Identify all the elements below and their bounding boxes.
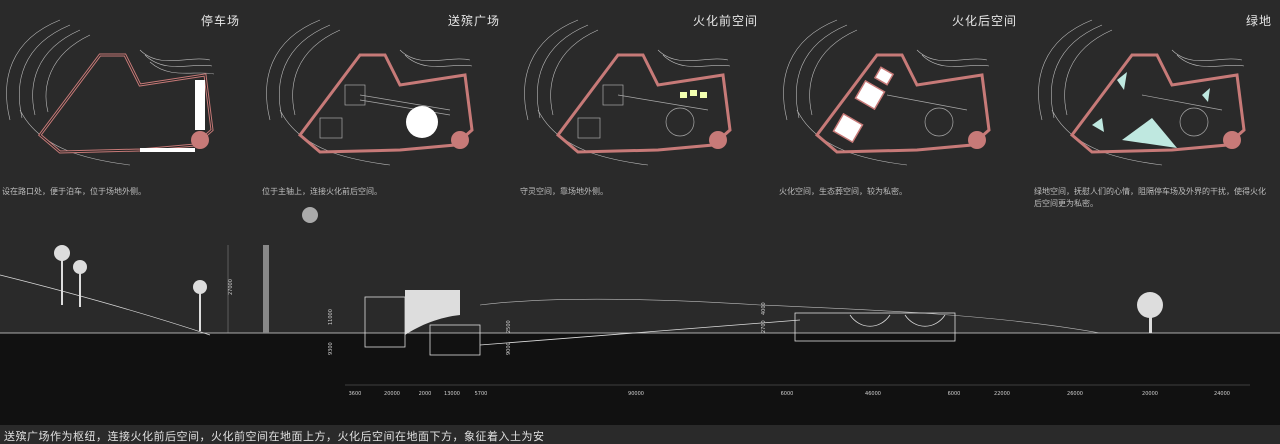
site-plan-parking bbox=[6, 19, 215, 166]
roundabout bbox=[191, 131, 209, 149]
pre-cremation-highlight bbox=[680, 90, 707, 98]
dim-label: 5700 bbox=[475, 391, 488, 397]
diagram-panel-pre-cremation: 火化前空间 守灵空间，靠场地外侧。 bbox=[518, 0, 766, 215]
contour-lines bbox=[6, 19, 215, 166]
dim-label: 6000 bbox=[948, 391, 961, 397]
site-boundary bbox=[37, 53, 214, 154]
dim-label: 9000 bbox=[506, 342, 512, 355]
dim-label: 2700 bbox=[761, 320, 767, 333]
chimney bbox=[263, 245, 269, 333]
dim-label: 6000 bbox=[781, 391, 794, 397]
site-plan-plaza bbox=[266, 19, 474, 166]
underground-ramp bbox=[479, 319, 801, 346]
post-cremation-highlight bbox=[832, 66, 895, 144]
dim-label: 24000 bbox=[1214, 391, 1230, 397]
dim-label: 3600 bbox=[349, 391, 362, 397]
panel-caption: 火化空间，生态葬空间，较为私密。 bbox=[779, 187, 907, 196]
dim-label: 20000 bbox=[1142, 391, 1158, 397]
plaza-highlight bbox=[406, 106, 438, 138]
dim-label: 13000 bbox=[444, 391, 460, 397]
dim-label: 22000 bbox=[994, 391, 1010, 397]
panel-caption: 位于主轴上，连接火化前后空间。 bbox=[262, 187, 382, 196]
site-plan-post-cremation bbox=[783, 19, 991, 166]
panel-caption: 绿地空间，抚慰人们的心情，阻隔停车场及外界的干扰，使得火化后空间更为私密。 bbox=[1034, 187, 1266, 208]
dim-label: 2000 bbox=[419, 391, 432, 397]
panel-title: 送殡广场 bbox=[447, 14, 500, 28]
site-plan-pre-cremation bbox=[524, 19, 732, 166]
dim-label: 26000 bbox=[1067, 391, 1083, 397]
section-caption: 送殡广场作为枢纽，连接火化前后空间，火化前空间在地面上方，火化后空间在地面下方，… bbox=[4, 430, 545, 443]
panel-caption: 守灵空间，靠场地外侧。 bbox=[520, 187, 608, 196]
post-cremation-space bbox=[794, 312, 956, 342]
dim-label: 11000 bbox=[328, 309, 334, 325]
dim-label: 9300 bbox=[328, 342, 334, 355]
diagram-panel-parking: 停车场 设在路口处，便于泊车，位于场地外侧。 bbox=[0, 0, 248, 215]
dim-label: 46000 bbox=[865, 391, 881, 397]
diagram-panel-green-space: 绿地 绿地空间，抚慰人们的心情，阻隔停车场及外界的干扰，使得火化后空间更为私密。 bbox=[1032, 0, 1280, 215]
diagram-panel-plaza: 送殡广场 位于主轴上，连接火化前后空间。 bbox=[260, 0, 508, 215]
green-space-highlight bbox=[1092, 72, 1210, 148]
trees-left bbox=[54, 245, 1163, 333]
ground-mass bbox=[0, 333, 1280, 425]
panel-title: 停车场 bbox=[200, 14, 240, 28]
panel-title: 火化前空间 bbox=[692, 14, 758, 28]
dim-label: 20000 bbox=[384, 391, 400, 397]
moon-icon bbox=[302, 207, 318, 223]
parking-highlight bbox=[195, 80, 205, 130]
diagram-panel-post-cremation: 火化后空间 火化空间，生态葬空间，较为私密。 bbox=[777, 0, 1025, 215]
site-plan-green-space bbox=[1038, 19, 1246, 166]
horizontal-dimensions: 3600 20000 2000 13000 5700 90000 6000 46000 6000… bbox=[349, 391, 1230, 397]
crematorium bbox=[364, 290, 481, 356]
dim-label: 4000 bbox=[761, 302, 767, 315]
panel-title: 绿地 bbox=[1245, 14, 1272, 28]
panel-title: 火化后空间 bbox=[951, 14, 1017, 28]
terrain-profile bbox=[479, 298, 1101, 334]
dim-label: 27000 bbox=[228, 279, 234, 295]
dim-label: 90000 bbox=[628, 391, 644, 397]
panel-caption: 设在路口处，便于泊车，位于场地外侧。 bbox=[2, 187, 146, 196]
left-slope bbox=[0, 274, 211, 336]
site-section: 27000 11000 9300 2500 9000 4000 2700 360… bbox=[0, 207, 1280, 425]
dim-label: 2500 bbox=[506, 320, 512, 333]
